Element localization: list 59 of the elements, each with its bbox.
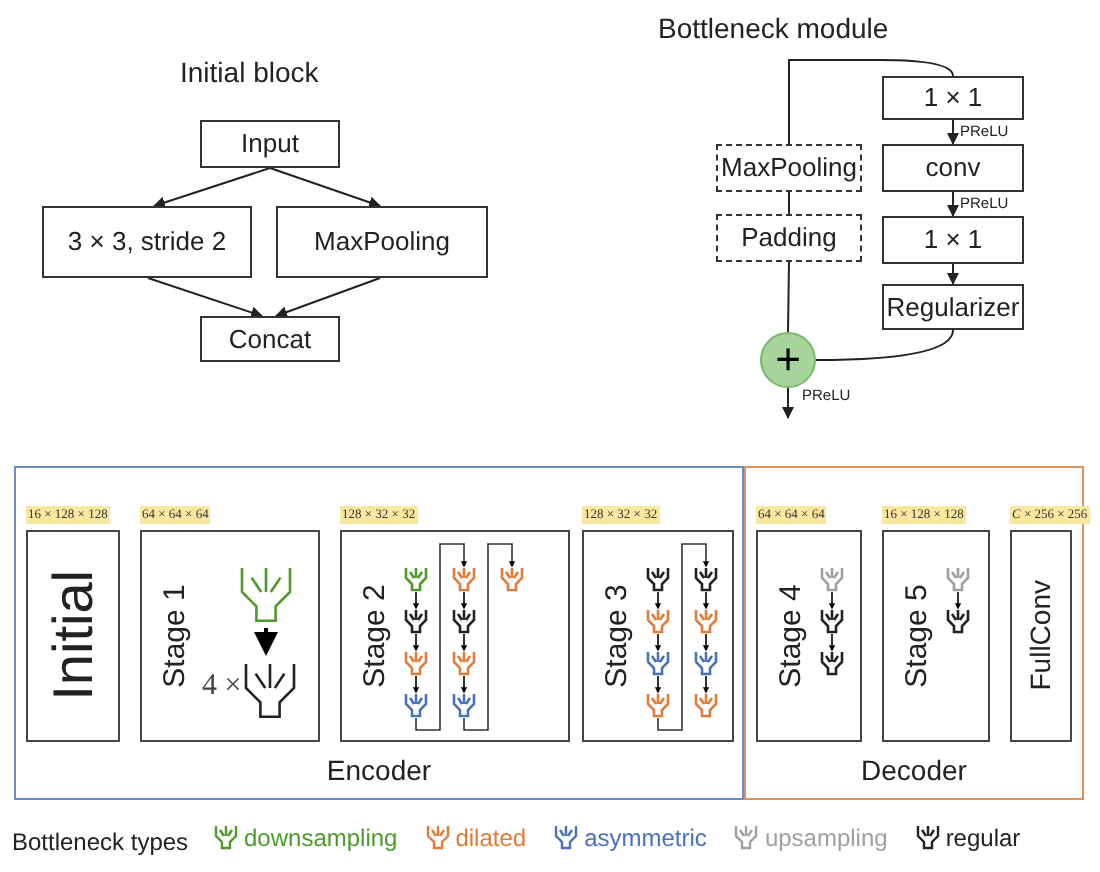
plus-sign: + <box>775 338 801 382</box>
section-heading: Bottleneck module <box>658 10 889 48</box>
stage-title: Stage 3 <box>598 584 636 688</box>
arrow <box>947 119 959 145</box>
box-label: MaxPooling <box>314 224 450 261</box>
connector-line <box>815 329 954 361</box>
stage-title: FullConv <box>1022 580 1058 692</box>
box-label: 3 × 3, stride 2 <box>67 224 227 261</box>
panel-title: Encoder <box>324 752 434 790</box>
arrow <box>947 263 959 285</box>
stage-box <box>26 530 120 742</box>
box-label: 1 × 1 <box>923 222 983 259</box>
stage-box <box>756 530 862 742</box>
legend-label: asymmetric <box>584 822 707 856</box>
encoder-panel <box>14 466 744 800</box>
legend-label: downsampling <box>244 822 398 856</box>
process-box <box>882 144 1024 192</box>
arrow <box>147 277 263 319</box>
process-box <box>42 206 252 278</box>
box-label: Concat <box>228 321 312 358</box>
stage-title: Stage 2 <box>356 584 394 688</box>
panel-title: Decoder <box>859 752 969 790</box>
connector-line <box>787 261 790 333</box>
connector-line <box>788 191 790 215</box>
stage-title: Stage 4 <box>772 584 810 688</box>
box-label: Padding <box>741 220 837 257</box>
box-label: Input <box>241 126 299 163</box>
connector-line <box>787 59 954 77</box>
box-label: conv <box>925 150 981 187</box>
box-label: MaxPooling <box>721 150 857 187</box>
stage-title: Stage 5 <box>898 584 936 688</box>
legend-label: regular <box>945 822 1021 856</box>
decoder-panel <box>744 466 1084 800</box>
process-box <box>200 120 340 168</box>
section-heading: Initial block <box>180 54 319 92</box>
process-box <box>882 216 1024 264</box>
optional-box <box>716 214 862 262</box>
arrow <box>153 167 271 209</box>
arrow <box>269 167 381 209</box>
stage-box <box>140 530 320 742</box>
stage-box <box>340 530 570 742</box>
legend-label: upsampling <box>764 822 888 856</box>
repeat-count: 4 × <box>202 668 242 706</box>
legend-label: dilated <box>455 822 527 856</box>
arrow <box>275 277 381 318</box>
legend-title: Bottleneck types <box>12 826 189 860</box>
box-label: 1 × 1 <box>923 80 983 117</box>
arrow <box>782 387 794 419</box>
stage-title: Initial <box>39 570 105 702</box>
process-box <box>200 316 340 362</box>
stage-box <box>1010 530 1072 742</box>
stage-box <box>882 530 990 742</box>
stage-title: Stage 1 <box>156 584 194 688</box>
process-box <box>276 206 488 278</box>
process-box <box>882 76 1024 120</box>
arrow <box>947 191 959 217</box>
connector-line <box>788 59 790 145</box>
stage-box <box>582 530 734 742</box>
box-label: Regularizer <box>886 289 1020 326</box>
